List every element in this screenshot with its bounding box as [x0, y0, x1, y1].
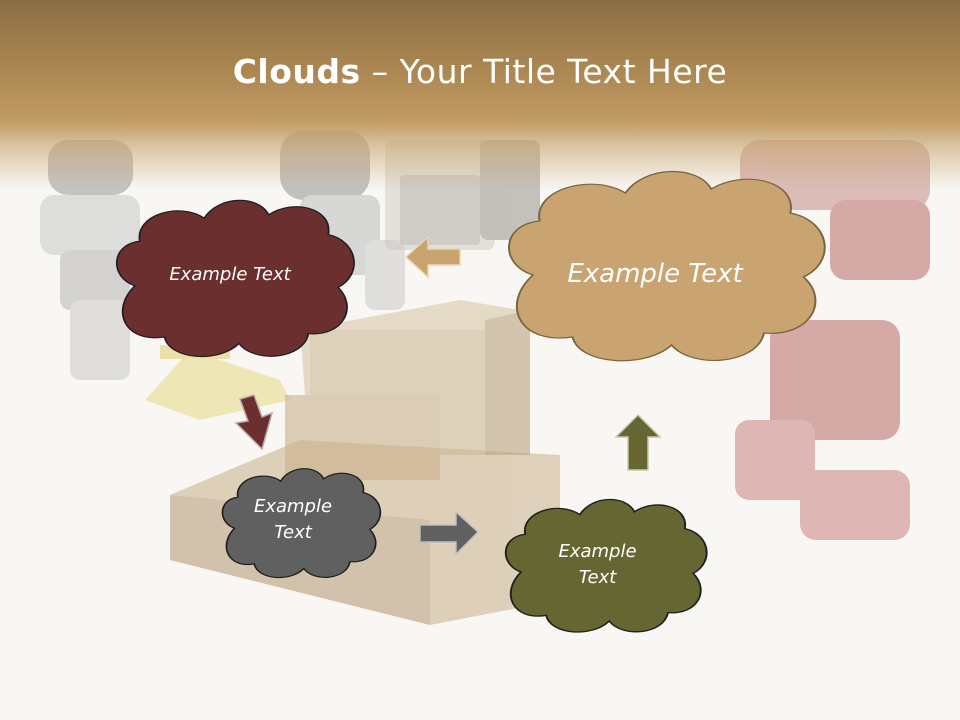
cloud-tan-text: Example Text [567, 259, 743, 290]
arrow-left-icon[interactable] [404, 235, 461, 279]
arrow-right-icon[interactable] [419, 510, 480, 556]
cloud-olive-text: Example Text [558, 540, 637, 588]
arrow-down-right-icon[interactable] [234, 394, 274, 451]
arrow-up-icon[interactable] [614, 413, 662, 471]
header-band [0, 0, 960, 190]
cloud-maroon-text: Example Text [169, 263, 291, 285]
boxes-image [285, 300, 530, 480]
slide-title[interactable]: Clouds – Your Title Text Here [0, 52, 960, 91]
title-bold: Clouds [232, 52, 361, 91]
cloud-gray-text: Example Text [253, 495, 333, 543]
title-rest: Your Title Text Here [399, 52, 728, 91]
title-separator: – [360, 52, 400, 91]
